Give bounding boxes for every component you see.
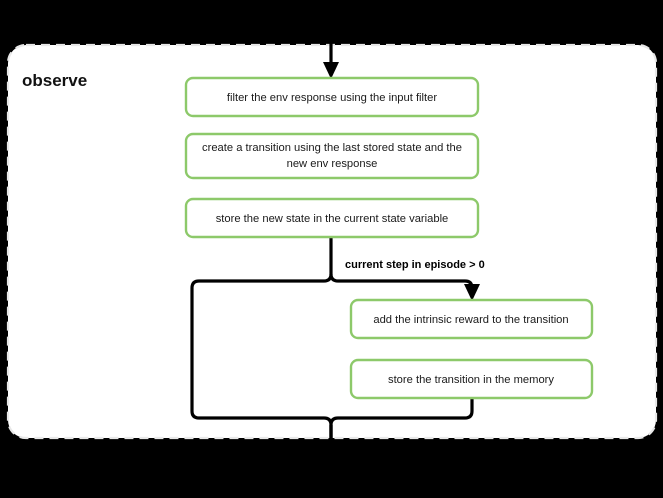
edge-branch-split (190, 272, 480, 438)
node-store-transition-memory[interactable]: store the transition in the memory (349, 358, 594, 400)
svg-text:store the transition in the me: store the transition in the memory (388, 374, 554, 386)
node-filter-env-response[interactable]: filter the env response using the input … (184, 76, 480, 118)
node-add-intrinsic-reward[interactable]: add the intrinsic reward to the transiti… (349, 298, 594, 340)
svg-text:create a transition using the: create a transition using the last store… (202, 142, 462, 154)
node-create-transition[interactable]: create a transition using the last store… (184, 132, 480, 180)
svg-text:new env response: new env response (287, 158, 378, 170)
group-title-observe: observe (22, 71, 87, 90)
svg-text:add the intrinsic reward to th: add the intrinsic reward to the transiti… (373, 314, 568, 326)
edge-store-memory-to-merge (329, 398, 474, 438)
svg-text:store the new state in the cur: store the new state in the current state… (216, 213, 449, 225)
node-store-new-state[interactable]: store the new state in the current state… (184, 197, 480, 239)
edge-label-condition: current step in episode > 0 (345, 259, 485, 271)
edge-entry-to-filter (323, 22, 339, 79)
svg-text:filter the env response using: filter the env response using the input … (227, 92, 437, 104)
